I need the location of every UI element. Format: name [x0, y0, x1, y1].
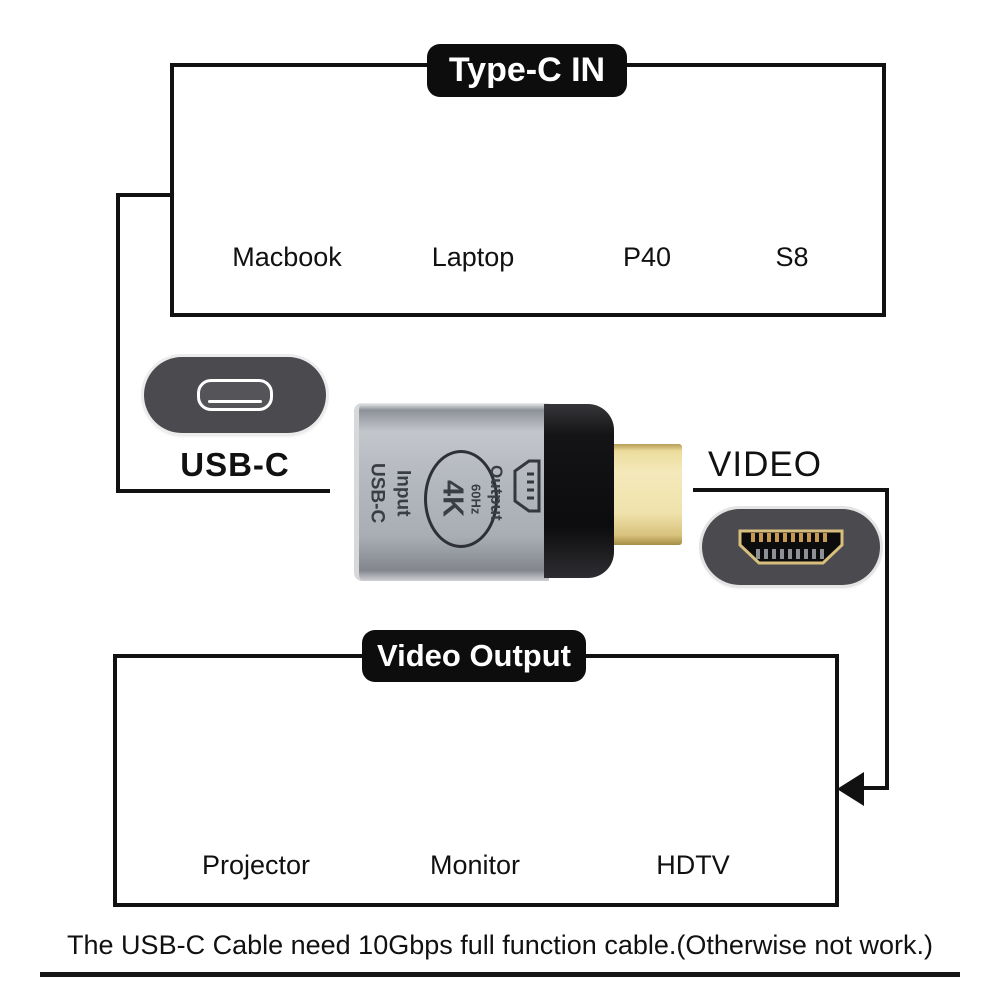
hdmi-port-graphic — [702, 509, 880, 585]
hdmi-port-icon — [738, 529, 844, 565]
connector-line — [693, 488, 889, 492]
adapter-input-line2: Input — [392, 469, 414, 517]
type-c-in-title: Type-C IN — [427, 44, 627, 97]
adapter-output-text: Output — [487, 465, 506, 521]
device-label-s8: S8 — [775, 242, 809, 272]
adapter-output-label: Output — [486, 404, 506, 582]
connector-line — [116, 193, 174, 197]
type-c-in-box — [170, 63, 886, 317]
usb-c-port-icon — [197, 379, 273, 411]
connector-line — [116, 489, 330, 493]
video-label: VIDEO — [708, 445, 822, 484]
adapter-hdmi-housing — [544, 404, 614, 578]
usb-c-label: USB-C — [180, 446, 290, 483]
device-label-p40: P40 — [622, 242, 672, 272]
connector-line — [858, 786, 889, 790]
video-output-box — [113, 654, 839, 907]
connector-line — [116, 193, 120, 493]
adapter-input-label: USB-C Input — [364, 404, 415, 582]
device-label-laptop: Laptop — [431, 242, 515, 272]
hdmi-male-connector — [612, 444, 682, 545]
adapter-4k-badge: 4K 60Hz — [424, 450, 498, 548]
usb-c-port-graphic — [144, 357, 326, 433]
adapter-input-line1: USB-C — [366, 462, 388, 524]
arrow-left-icon — [837, 772, 864, 806]
device-label-monitor: Monitor — [429, 850, 521, 880]
device-label-projector: Projector — [201, 850, 311, 880]
hdmi-icon — [513, 459, 541, 513]
device-label-hdtv: HDTV — [656, 850, 730, 880]
footer-note: The USB-C Cable need 10Gbps full functio… — [40, 930, 960, 977]
badge-60hz-text: 60Hz — [468, 483, 484, 515]
video-output-title: Video Output — [362, 630, 586, 682]
device-label-macbook: Macbook — [232, 242, 342, 272]
connector-line — [885, 488, 889, 790]
badge-4k-text: 4K — [436, 480, 469, 518]
